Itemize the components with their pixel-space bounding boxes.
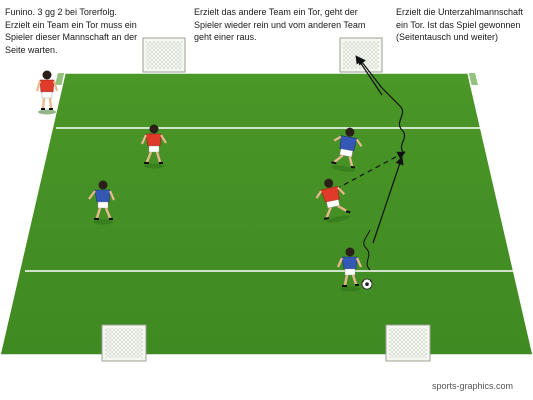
pitch-boundary	[0, 72, 533, 356]
run-arrow-icon	[372, 156, 404, 244]
player-red-2	[315, 178, 351, 223]
goal-bottom-right	[385, 324, 431, 362]
goal-top-left	[142, 37, 186, 73]
pitch	[0, 72, 533, 356]
note-rules-left: Funino. 3 gg 2 bei Torerfolg. Erzielt ei…	[5, 7, 138, 55]
player-blue-3	[336, 247, 363, 292]
pass-arrow-icon	[335, 151, 406, 190]
player-red-waiting	[35, 70, 59, 115]
player-red-1	[140, 124, 167, 169]
goal-bottom-left	[101, 324, 147, 362]
arrows	[335, 55, 406, 271]
watermark-text: sports-graphics.com	[431, 381, 513, 391]
player-blue-1	[88, 180, 116, 225]
player-blue-2	[331, 127, 363, 172]
dribble-arrow-head	[357, 56, 383, 89]
ball-icon	[361, 278, 373, 290]
dribble-arrow-icon	[381, 87, 406, 154]
player-icon	[35, 70, 59, 115]
note-rules-middle: Erzielt das andere Team ein Tor, geht de…	[194, 7, 366, 42]
note-rules-right: Erzielt die Unterzahlmannschaft ein Tor.…	[396, 7, 524, 42]
dribble-arrow-icon	[363, 229, 371, 271]
pitch-surface	[0, 73, 533, 355]
